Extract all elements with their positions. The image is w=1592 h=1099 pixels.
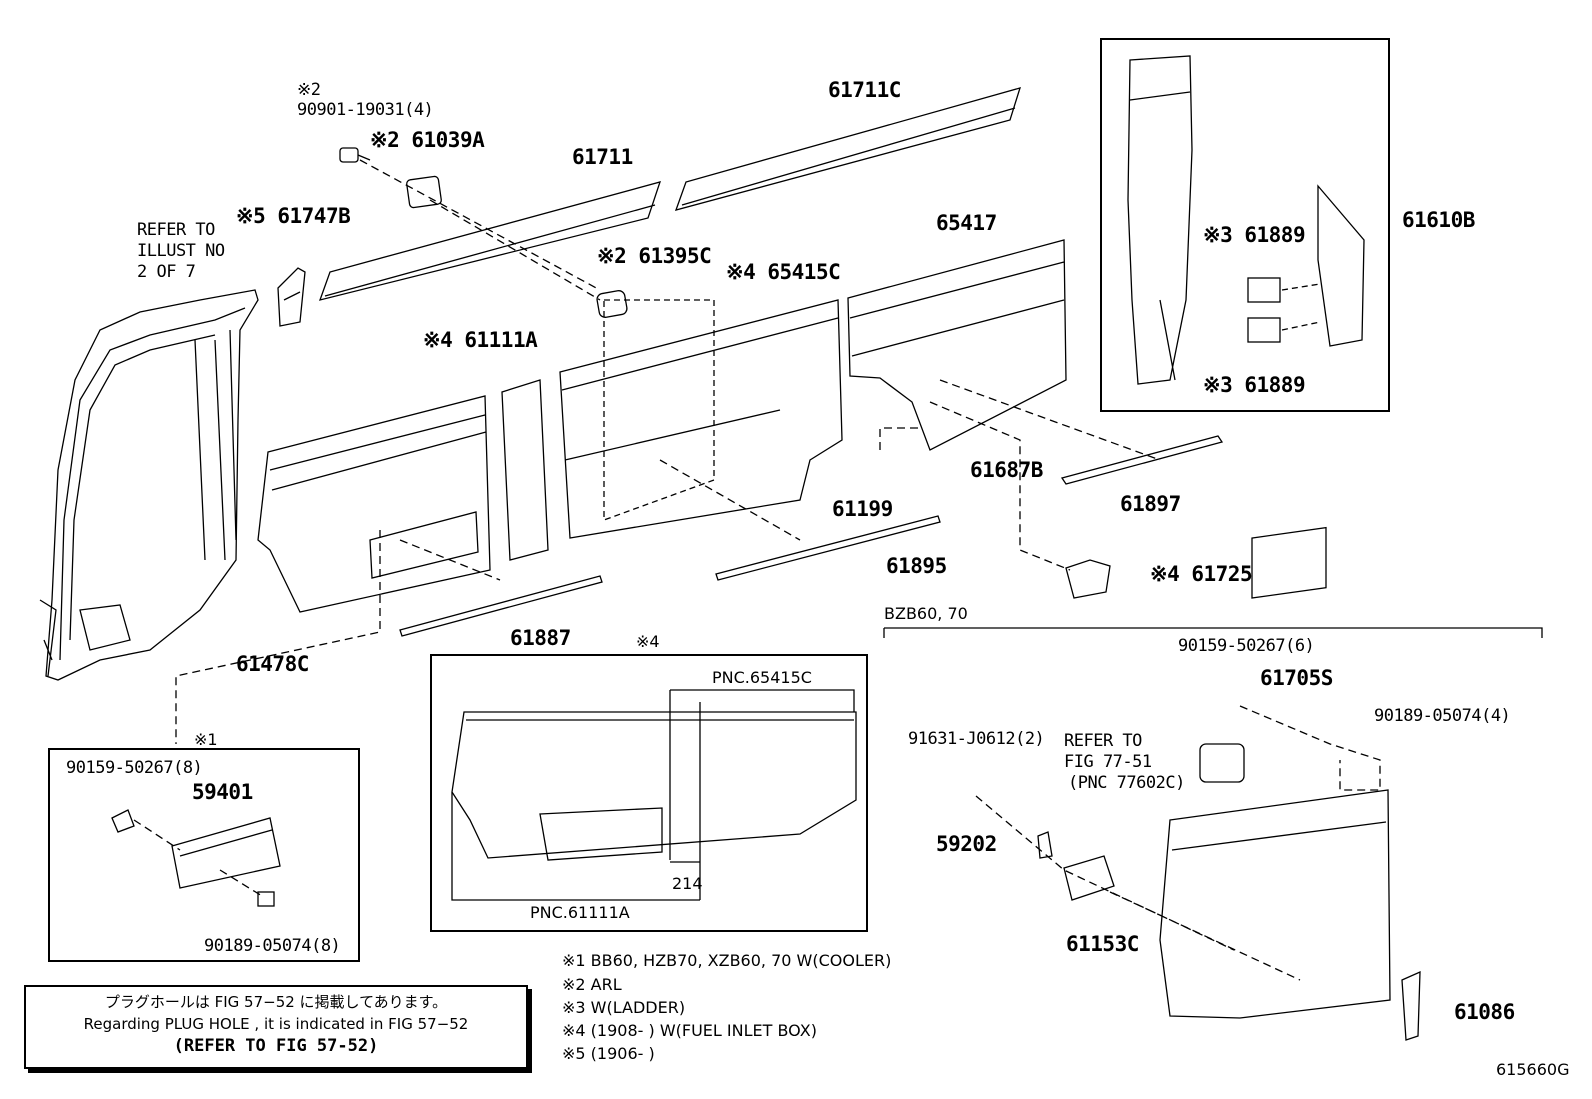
panel-61111a	[257, 395, 491, 613]
note-4: ※4 (1908- ) W(FUEL INLET BOX)	[562, 1021, 817, 1040]
label-61887: 61887	[510, 626, 571, 650]
label-59202: 59202	[936, 832, 997, 856]
label-61711: 61711	[572, 145, 633, 169]
molding-61711	[318, 181, 662, 301]
pillar-panel	[39, 289, 259, 681]
label-65417: 65417	[936, 211, 997, 235]
detail-group	[451, 689, 857, 901]
label-90159-8: 90159-50267(8)	[66, 758, 203, 778]
label-refer-illust: REFER TO ILLUST NO 2 OF 7	[137, 220, 225, 282]
label-bzb: BZB60, 70	[884, 604, 968, 623]
cooler-box	[48, 748, 360, 962]
cooler-group	[111, 809, 281, 907]
label-x1: ※1	[194, 730, 218, 749]
strip-61887	[399, 575, 603, 637]
strip-61897	[1060, 435, 1224, 485]
clip-61039a	[406, 175, 442, 209]
label-65415c: ※4 65415C	[726, 260, 841, 284]
label-refer-fig: REFER TO FIG 77-51	[1064, 731, 1152, 772]
detail-box	[430, 654, 868, 932]
label-61897: 61897	[1120, 492, 1181, 516]
label-61889-bottom: ※3 61889	[1203, 373, 1306, 397]
label-61086: 61086	[1454, 1000, 1515, 1024]
bolt-90901	[339, 147, 371, 163]
label-61747b: ※5 61747B	[236, 204, 351, 228]
lid-61725	[1065, 559, 1111, 599]
label-61889-top: ※3 61889	[1203, 223, 1306, 247]
label-61199: 61199	[832, 497, 893, 521]
label-90189-4: 90189-05074(4)	[1374, 706, 1511, 726]
label-61895: 61895	[886, 554, 947, 578]
label-dim214: 214	[672, 874, 703, 893]
guide-dashed	[603, 299, 715, 521]
label-59401: 59401	[192, 780, 253, 804]
clip-61395c	[596, 290, 628, 318]
label-pnc77602c: (PNC 77602C)	[1068, 773, 1185, 793]
ladder-box	[1100, 38, 1390, 412]
label-pnc61111a: PNC.61111A	[530, 903, 630, 922]
ladder-group	[1127, 55, 1365, 385]
strip-61895	[715, 515, 941, 581]
label-pnc65415c: PNC.65415C	[712, 668, 812, 687]
label-61711c: 61711C	[828, 78, 901, 102]
plug-hole-box: プラグホールは FIG 57−52 に掲載してあります。 Regarding P…	[24, 985, 528, 1069]
plug-ref: (REFER TO FIG 57-52)	[173, 1036, 379, 1056]
bzb-bracket	[883, 627, 1543, 638]
leader-lines	[175, 159, 1161, 744]
bracket-61747b	[277, 267, 306, 327]
label-61111a: ※4 61111A	[423, 328, 538, 352]
figure-id: 615660G	[1496, 1060, 1570, 1079]
label-61153c: 61153C	[1066, 932, 1139, 956]
panel-65417	[847, 239, 1067, 451]
label-61039a: ※2 61039A	[370, 128, 485, 152]
label-61395c: ※2 61395C	[597, 244, 712, 268]
label-91631: 91631-J0612(2)	[908, 729, 1045, 749]
note-1: ※1 BB60, HZB70, XZB60, 70 W(COOLER)	[562, 951, 892, 970]
bzb-group	[975, 526, 1421, 1041]
molding-61711c	[674, 87, 1021, 211]
panel-strip	[501, 379, 549, 561]
label-61478c: 61478C	[236, 652, 309, 676]
note-5: ※5 (1906- )	[562, 1044, 655, 1063]
label-90189-8: 90189-05074(8)	[204, 936, 341, 956]
label-90901: ※2 90901-19031(4)	[297, 80, 434, 120]
panel-65415c	[559, 299, 843, 539]
label-x4: ※4	[636, 632, 660, 651]
label-61725: ※4 61725	[1150, 562, 1253, 586]
note-3: ※3 W(LADDER)	[562, 998, 686, 1017]
label-61687b: 61687B	[970, 458, 1043, 482]
plug-jp: プラグホールは FIG 57−52 に掲載してあります。	[104, 993, 448, 1011]
label-61610b: 61610B	[1402, 208, 1475, 232]
label-61705s: 61705S	[1260, 666, 1333, 690]
note-2: ※2 ARL	[562, 975, 622, 994]
plug-en: Regarding PLUG HOLE , it is indicated in…	[83, 1015, 469, 1033]
label-90159-6: 90159-50267(6)	[1178, 636, 1315, 656]
